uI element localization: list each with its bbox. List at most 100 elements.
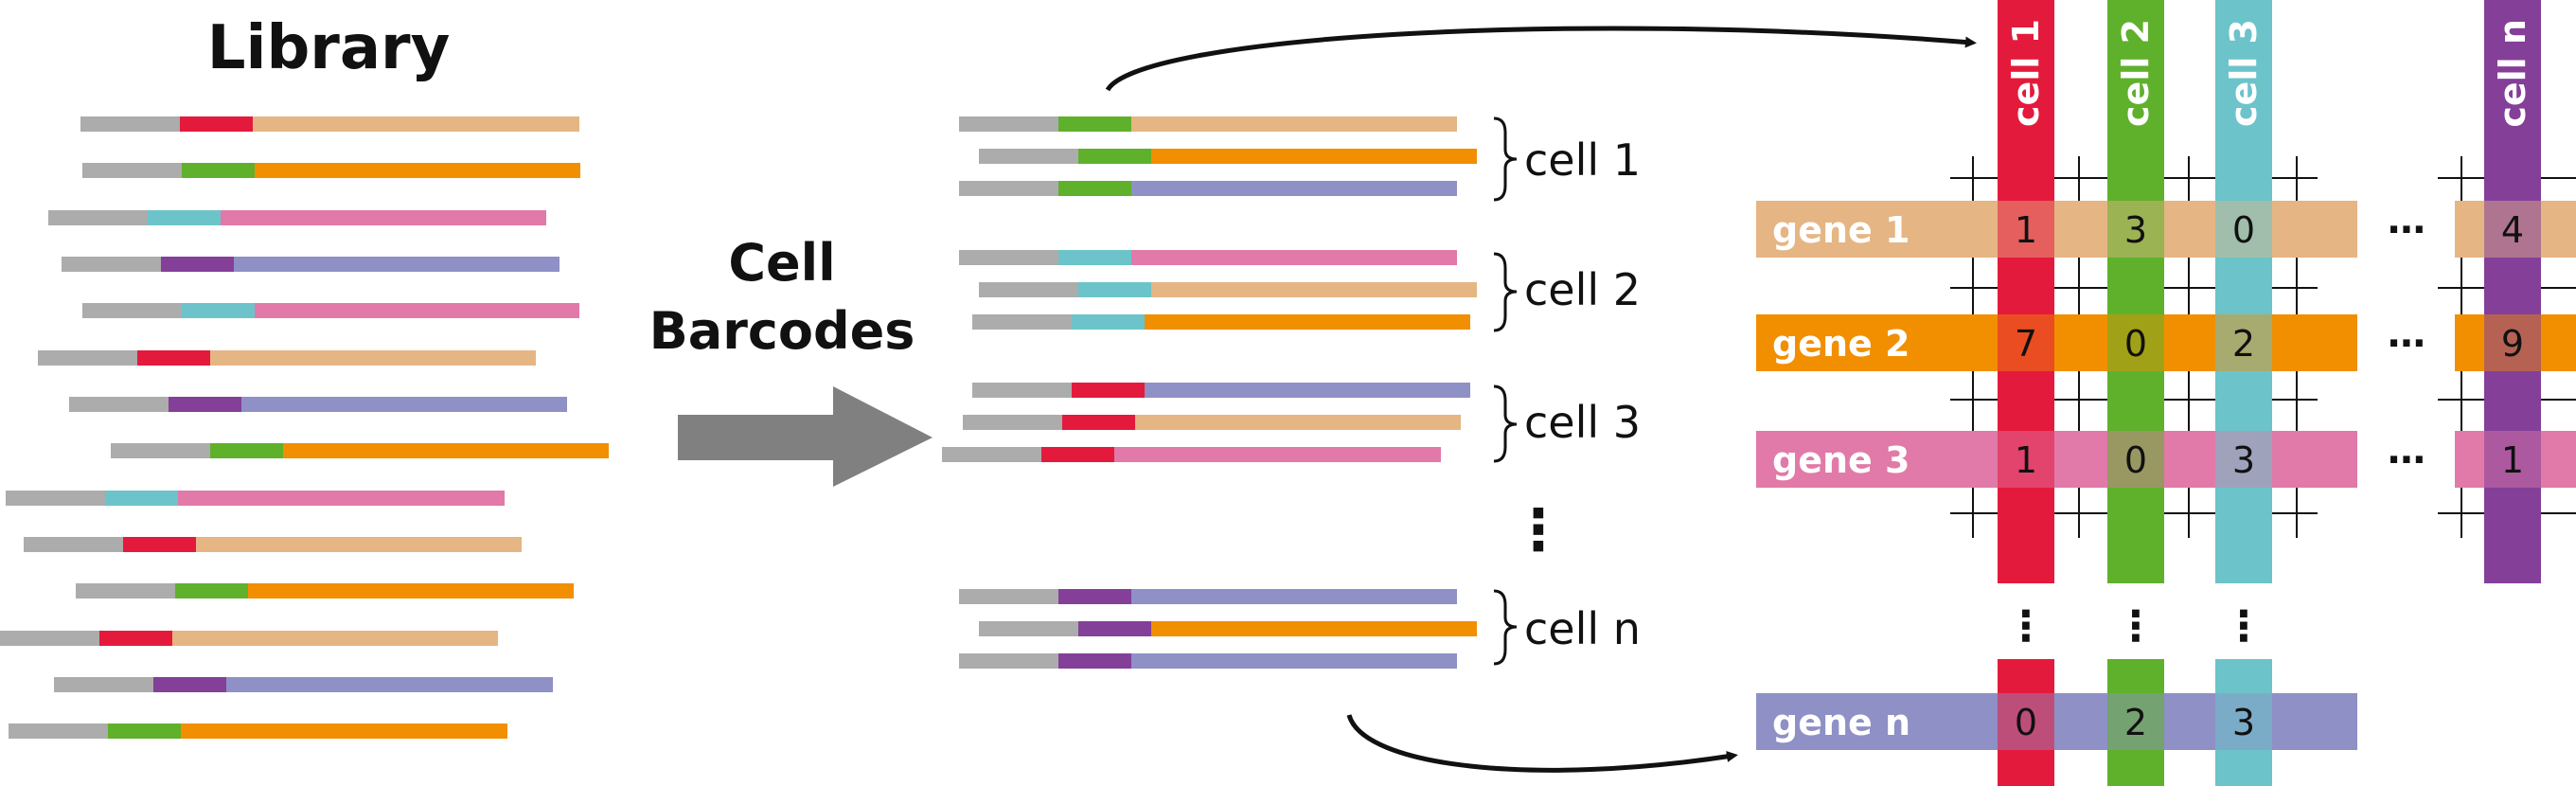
read-barcode-segment [6,491,105,506]
matrix-cell-overlap [2484,201,2541,258]
read-gene-segment [1131,589,1457,604]
read-umi-segment [1078,149,1151,164]
gene-row-label: gene 1 [1772,209,1910,251]
matrix-cell-overlap-tint [2215,201,2272,258]
read-barcode-segment [48,210,148,225]
read-umi-segment [1058,181,1131,196]
read-barcode-segment [972,314,1072,330]
read-gene-segment [1151,621,1477,636]
cell-group-label-3: cell 3 [1524,397,1641,448]
read-umi-segment [137,350,210,366]
read-barcode-segment [24,537,123,552]
matrix-count-value: 2 [2232,323,2255,365]
read-umi-segment [1058,653,1131,669]
read-gene-segment [241,397,567,412]
read-umi-segment [161,257,234,272]
cell-group-label-2: cell 2 [1524,264,1641,315]
sequencing-read [9,723,507,739]
read-umi-segment [153,677,226,692]
matrix-cell-overlap [2484,431,2541,488]
read-umi-segment [210,443,283,458]
read-gene-segment [196,537,522,552]
read-gene-segment [1131,653,1457,669]
horizontal-ellipsis: ⋯ [2388,322,2425,366]
sequencing-read [979,621,1477,636]
read-gene-segment [172,631,498,646]
cell-group-braces: cell 1 cell 2 cell 3 ⋮ cell n [1493,116,1641,666]
curved-arrow-to-matrix-top [1105,26,1977,92]
read-barcode-segment [959,250,1058,265]
read-gene-segment [234,257,560,272]
read-umi-segment [108,723,181,739]
cell-barcodes-label-line-2: Barcodes [649,301,915,361]
read-barcode-segment [959,589,1058,604]
vertical-ellipsis-matrix: ⋮ [2115,602,2157,651]
matrix-cell-overlap [1998,693,2054,750]
cell-barcodes-label-line-1: Cell [728,233,835,293]
brace-cell-2 [1493,252,1518,332]
matrix-count-value: 2 [2124,702,2147,743]
read-umi-segment [1058,589,1131,604]
vertical-ellipsis-matrix: ⋮ [2223,602,2265,651]
read-barcode-segment [959,181,1058,196]
read-barcode-segment [963,415,1062,430]
read-umi-segment [1058,116,1131,132]
matrix-count-value: 0 [2232,209,2255,251]
matrix-count-value: 1 [2501,439,2524,481]
matrix-cell-overlap-tint [2107,201,2164,258]
read-umi-segment [169,397,241,412]
gene-row-label: gene 2 [1772,323,1910,365]
read-gene-segment [1135,415,1461,430]
read-umi-segment [1041,447,1114,462]
matrix-overlaps [1998,201,2541,750]
matrix-cell-overlap [2107,201,2164,258]
sequencing-read [80,116,579,132]
read-umi-segment [123,537,196,552]
sequencing-read [959,181,1457,196]
sequencing-read [62,257,560,272]
read-umi-segment [1062,415,1135,430]
read-gene-segment [1145,383,1470,398]
matrix-count-value: 3 [2232,702,2255,743]
matrix-cell-overlap [1998,431,2054,488]
read-gene-segment [181,723,507,739]
read-umi-segment [180,116,253,132]
read-barcode-segment [76,583,175,598]
matrix-cell-overlap [1998,314,2054,371]
horizontal-ellipsis: ⋯ [2388,438,2425,482]
matrix-cell-overlap-tint [2484,431,2541,488]
read-barcode-segment [69,397,169,412]
read-gene-segment [1151,282,1477,297]
read-barcode-segment [979,149,1078,164]
read-barcode-segment [111,443,210,458]
sequencing-read [959,653,1457,669]
matrix-cell-overlap-tint [2484,201,2541,258]
read-umi-segment [1072,314,1145,330]
matrix-cell-overlap [2107,693,2164,750]
read-barcode-segment [82,303,182,318]
matrix-cell-overlap [2215,314,2272,371]
big-right-arrow [678,386,933,487]
read-barcode-segment [979,282,1078,297]
vertical-ellipsis-matrix: ⋮ [2005,602,2047,651]
library-section: Library [0,13,609,739]
matrix-cell-overlap [2107,431,2164,488]
matrix-cell-overlap-tint [2215,314,2272,371]
matrix-cell-overlap-tint [2215,693,2272,750]
cell-group-label-n: cell n [1524,603,1641,654]
matrix-cell-overlap [1998,201,2054,258]
read-barcode-segment [942,447,1041,462]
matrix-count-value: 0 [2015,702,2037,743]
cell-column-label: cell 1 [2005,19,2047,127]
read-barcode-segment [54,677,153,692]
matrix-cell-overlap-tint [1998,693,2054,750]
matrix-count-value: 7 [2015,323,2037,365]
sequencing-read [963,415,1461,430]
cell-column-label: cell 2 [2115,19,2157,127]
read-umi-segment [1078,621,1151,636]
sequencing-read [979,149,1477,164]
read-umi-segment [1078,282,1151,297]
read-gene-segment [210,350,536,366]
read-barcode-segment [0,631,99,646]
